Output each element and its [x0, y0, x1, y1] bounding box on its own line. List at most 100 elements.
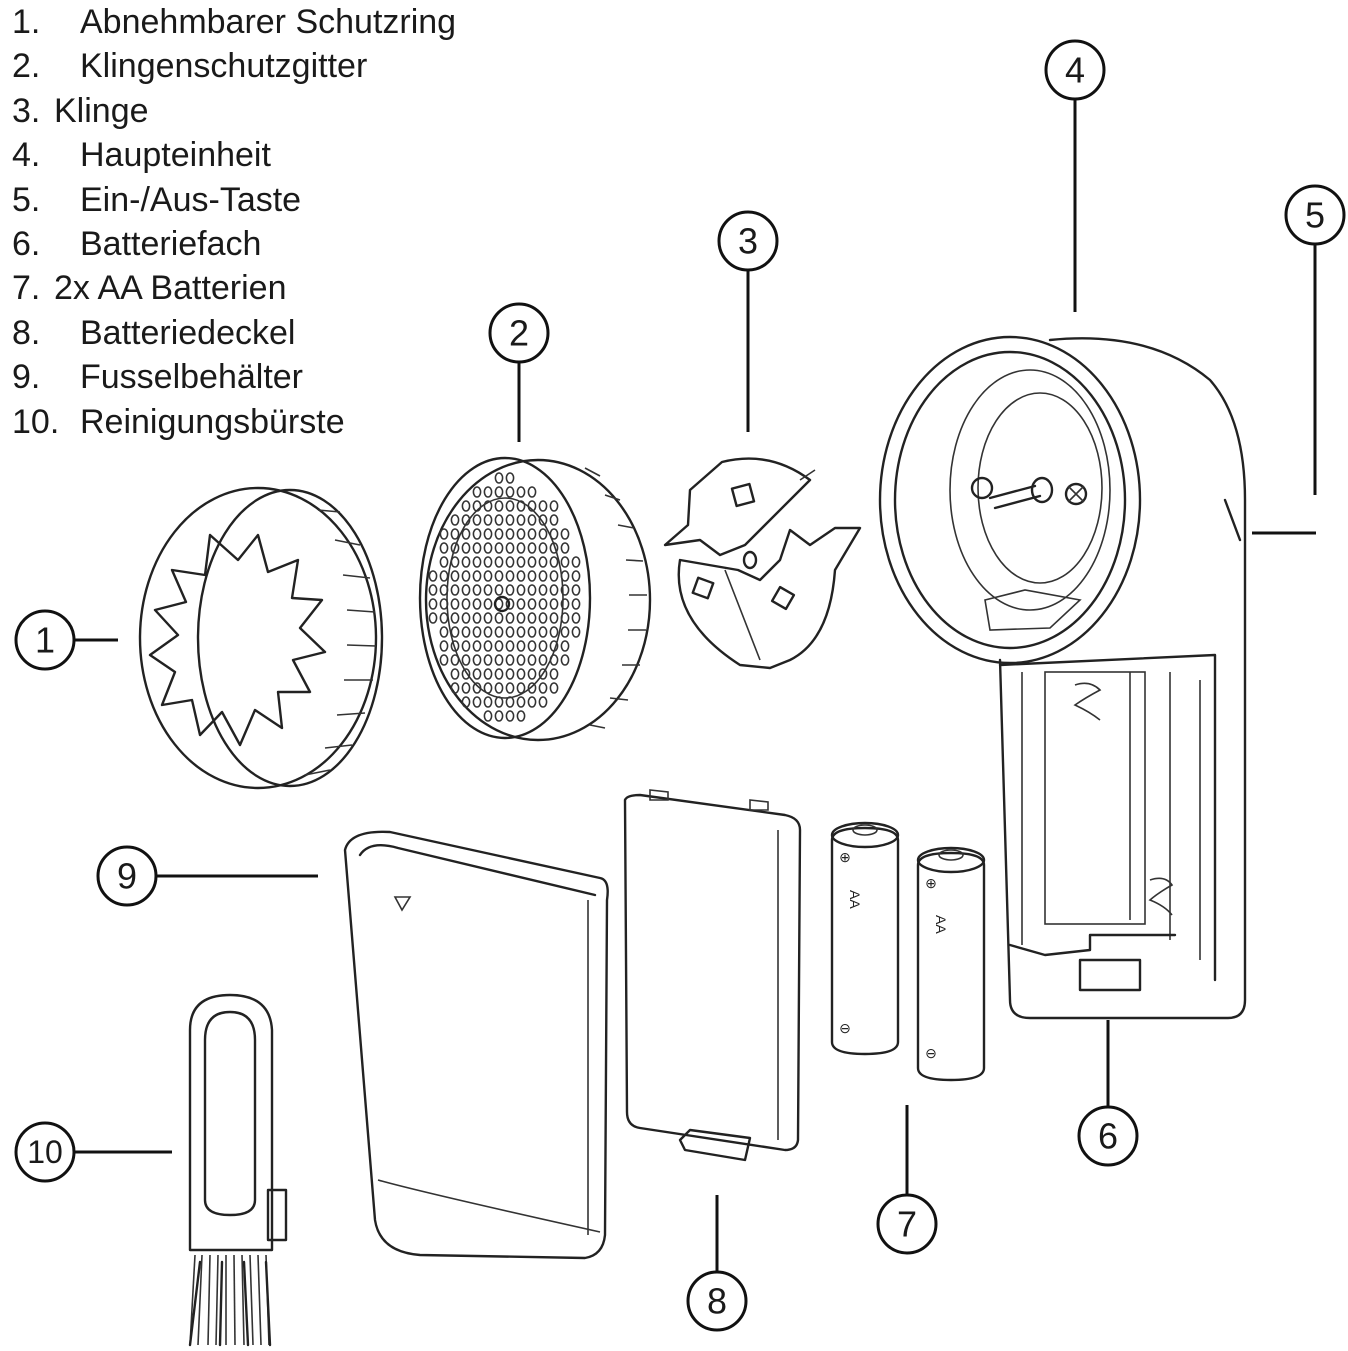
battery-2: AA ⊕ ⊖	[916, 846, 986, 1082]
guard-hole	[450, 668, 460, 680]
svg-text:⊖: ⊖	[925, 1045, 937, 1061]
guard-hole	[439, 626, 449, 638]
guard-hole	[494, 710, 504, 722]
guard-hole	[472, 626, 482, 638]
guard-hole	[461, 570, 471, 582]
guard-hole	[439, 598, 449, 610]
guard-hole	[483, 640, 493, 652]
guard-hole	[505, 556, 515, 568]
guard-hole	[516, 710, 526, 722]
guard-hole	[483, 542, 493, 554]
callout-number: 7	[897, 1204, 917, 1245]
battery-cover-part	[623, 789, 802, 1162]
guard-hole	[516, 528, 526, 540]
guard-hole	[571, 556, 581, 568]
guard-hole	[439, 528, 449, 540]
guard-hole	[450, 682, 460, 694]
batteries-part: AA ⊕ ⊖ AA ⊕ ⊖	[830, 821, 986, 1082]
guard-hole	[439, 640, 449, 652]
guard-hole	[516, 640, 526, 652]
callout-number: 6	[1098, 1116, 1118, 1157]
guard-hole	[461, 682, 471, 694]
guard-hole	[494, 654, 504, 666]
guard-hole	[461, 612, 471, 624]
guard-hole	[538, 528, 548, 540]
guard-hole	[527, 570, 537, 582]
guard-hole	[505, 542, 515, 554]
legend-text: Fusselbehälter	[80, 358, 304, 397]
guard-hole	[527, 668, 537, 680]
legend-text: Klingenschutzgitter	[80, 47, 368, 86]
guard-hole	[461, 668, 471, 680]
guard-hole	[461, 584, 471, 596]
guard-hole	[505, 528, 515, 540]
legend-text: Ein-/Aus-Taste	[80, 180, 302, 219]
guard-hole	[472, 542, 482, 554]
guard-hole	[560, 612, 570, 624]
guard-hole	[483, 514, 493, 526]
callout-9: 9	[96, 845, 158, 907]
guard-hole	[549, 528, 559, 540]
guard-hole	[549, 556, 559, 568]
guard-hole	[461, 598, 471, 610]
legend-text: Batteriedeckel	[80, 313, 296, 352]
guard-hole	[472, 654, 482, 666]
guard-hole	[560, 626, 570, 638]
callout-number: 10	[27, 1134, 63, 1170]
guard-hole	[439, 612, 449, 624]
guard-hole	[516, 626, 526, 638]
guard-ring-part	[138, 486, 384, 790]
guard-hole	[472, 598, 482, 610]
guard-hole	[527, 486, 537, 498]
legend-number: 9.	[12, 358, 41, 397]
guard-hole	[571, 570, 581, 582]
guard-hole	[527, 556, 537, 568]
guard-hole	[505, 654, 515, 666]
legend-number: 5.	[12, 180, 41, 219]
guard-hole	[505, 626, 515, 638]
guard-hole	[483, 710, 493, 722]
guard-hole	[516, 612, 526, 624]
guard-hole	[527, 612, 537, 624]
guard-hole	[516, 556, 526, 568]
guard-hole	[494, 514, 504, 526]
guard-hole	[472, 486, 482, 498]
legend-number: 1.	[12, 3, 41, 41]
guard-hole	[505, 612, 515, 624]
guard-hole	[516, 486, 526, 498]
callout-6: 6	[1077, 1105, 1139, 1167]
guard-hole	[538, 500, 548, 512]
callout-7: 7	[876, 1193, 938, 1255]
guard-hole	[560, 640, 570, 652]
guard-hole	[527, 528, 537, 540]
guard-hole	[450, 528, 460, 540]
guard-hole	[428, 598, 438, 610]
guard-hole	[549, 598, 559, 610]
guard-hole	[483, 668, 493, 680]
legend-text: Batteriefach	[80, 224, 262, 263]
guard-hole	[450, 584, 460, 596]
guard-hole	[505, 584, 515, 596]
callout-8: 8	[686, 1270, 748, 1332]
guard-hole	[494, 640, 504, 652]
guard-hole	[472, 682, 482, 694]
guard-hole	[483, 500, 493, 512]
guard-hole	[527, 514, 537, 526]
guard-hole	[472, 528, 482, 540]
guard-hole	[483, 598, 493, 610]
callout-1: 1	[14, 609, 76, 671]
guard-hole	[527, 584, 537, 596]
guard-hole	[428, 570, 438, 582]
guard-hole	[527, 640, 537, 652]
guard-hole	[461, 528, 471, 540]
guard-hole	[483, 556, 493, 568]
guard-hole	[505, 640, 515, 652]
cleaning-brush-part	[188, 993, 288, 1347]
guard-hole	[461, 542, 471, 554]
guard-hole	[483, 696, 493, 708]
guard-hole	[505, 668, 515, 680]
guard-hole	[505, 500, 515, 512]
svg-text:⊖: ⊖	[839, 1020, 851, 1036]
guard-hole	[538, 570, 548, 582]
callout-10: 10	[14, 1121, 76, 1183]
